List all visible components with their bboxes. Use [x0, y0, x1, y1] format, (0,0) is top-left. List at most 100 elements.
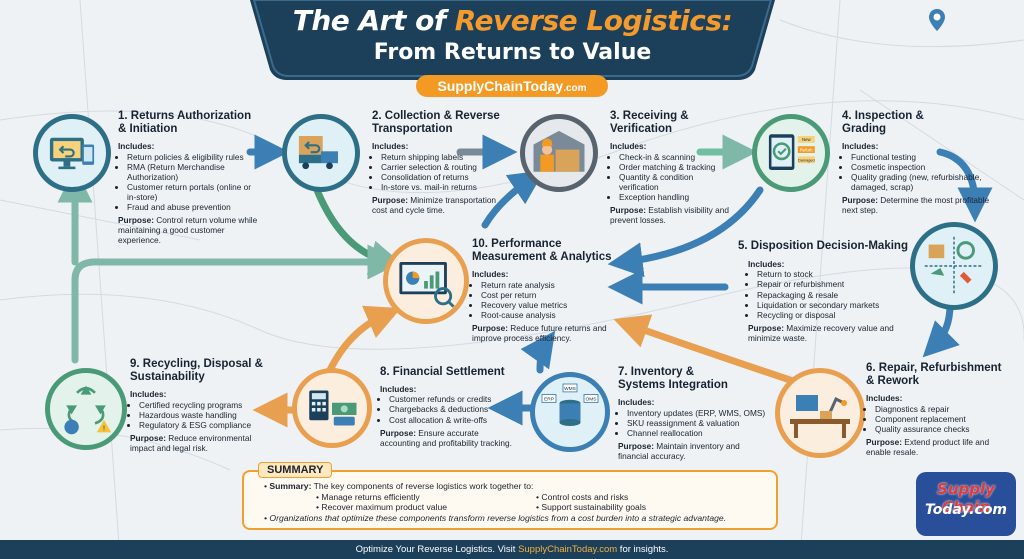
step-5-icon-circle [910, 222, 998, 310]
step-9-title: 9. Recycling, Disposal & Sustainability [130, 358, 263, 384]
step-5-item: Recycling or disposal [757, 310, 908, 320]
step-7-icon-circle: ERP WMS OMS [530, 372, 610, 452]
map-pin-icon [929, 9, 945, 31]
tag-damaged: Damaged [798, 159, 815, 163]
step-3-item: Quantity & condition verification [619, 172, 735, 192]
step-4-includes-label: Includes: [842, 141, 879, 152]
step-1-item: RMA (Return Merchandise Authorization) [127, 162, 260, 182]
step-4-item: Functional testing [851, 152, 1007, 162]
summary-goal: • Support sustainability goals [536, 502, 647, 513]
step-6-purpose: Purpose: Extend product life and enable … [866, 436, 990, 457]
step-1-purpose: Purpose: Control return volume while mai… [118, 215, 258, 246]
summary-lead: • Summary: The key components of reverse… [264, 481, 534, 491]
step-4-item: Cosmetic inspection [851, 162, 1007, 172]
step-5-includes-label: Includes: [748, 259, 785, 270]
step-1-block: 1. Returns Authorization & Initiation In… [118, 110, 260, 246]
step-5-item: Liquidation or secondary markets [757, 300, 908, 310]
footer-link[interactable]: SupplyChainToday.com [518, 544, 618, 555]
summary-body: • Summary: The key components of reverse… [264, 481, 772, 524]
analytics-dashboard-icon [399, 262, 455, 308]
summary-goal: • Manage returns efficiently [316, 491, 420, 502]
step-1-icon-circle [33, 114, 111, 192]
step-5-block: 5. Disposition Decision-Making Includes:… [738, 240, 908, 343]
step-1-item: Return policies & eligibility rules [127, 152, 260, 162]
step-5-item: Return to stock [757, 269, 908, 279]
logo-line-2: Today.com [924, 502, 1008, 518]
step-10-purpose: Purpose: Reduce future returns and impro… [472, 322, 607, 344]
step-6-block: 6. Repair, Refurbishment & Rework Includ… [866, 362, 1011, 457]
step-3-item: Check-in & scanning [619, 152, 735, 162]
database-icon: ERP WMS OMS [541, 383, 599, 426]
step-6-item: Diagnostics & repair [875, 404, 1011, 414]
step-3-block: 3. Receiving & Verification Includes: Ch… [610, 110, 735, 225]
step-4-block: 4. Inspection & Grading Includes: Functi… [842, 110, 1007, 215]
step-7-item: Channel reallocation [627, 428, 768, 438]
step-2-item: Return shipping labels [381, 152, 504, 162]
step-9-item: Certified recycling programs [139, 400, 270, 410]
step-1-title: 1. Returns Authorization & Initiation [118, 110, 252, 136]
step-4-icon-circle: New Refurb Damaged [752, 114, 830, 192]
step-1-item: Fraud and abuse prevention [127, 202, 260, 212]
step-7-item: SKU reassignment & valuation [627, 418, 768, 428]
step-1-includes-label: Includes: [118, 141, 155, 152]
step-10-icon-circle [383, 238, 469, 324]
step-2-icon-circle [282, 114, 360, 192]
step-2-purpose: Purpose: Minimize transportation cost an… [372, 194, 497, 216]
logo-line-1: Supply Chain [937, 480, 995, 516]
step-9-includes-label: Includes: [130, 389, 167, 400]
step-10-item: Recovery value metrics [481, 300, 622, 310]
step-8-includes-label: Includes: [380, 384, 417, 395]
step-2-item: Carrier selection & routing [381, 162, 504, 172]
step-7-includes-label: Includes: [618, 397, 655, 408]
step-3-purpose: Purpose: Establish visibility and preven… [610, 205, 729, 226]
step-10-block: 10. Performance Measurement & Analytics … [472, 238, 622, 343]
step-10-includes-label: Includes: [472, 269, 509, 280]
step-9-block: 9. Recycling, Disposal & Sustainability … [130, 358, 270, 453]
computer-return-icon [49, 137, 95, 170]
step-6-item: Component replacement [875, 414, 1011, 424]
step-2-item: Consolidation of returns [381, 172, 504, 182]
step-3-includes-label: Includes: [610, 141, 647, 152]
summary-goal: • Recover maximum product value [316, 502, 448, 513]
step-5-item: Repackaging & resale [757, 290, 908, 300]
step-8-purpose: Purpose: Ensure accurate accounting and … [380, 427, 512, 448]
step-5-title: 5. Disposition Decision-Making [738, 240, 908, 252]
workbench-icon [790, 395, 850, 438]
step-2-block: 2. Collection & Reverse Transportation I… [372, 110, 504, 215]
step-7-purpose: Purpose: Maintain inventory and financia… [618, 440, 740, 461]
step-9-purpose: Purpose: Reduce environmental impact and… [130, 432, 252, 453]
step-6-icon-circle [775, 368, 865, 458]
step-6-item: Quality assurance checks [875, 424, 1011, 434]
tag-erp: ERP [544, 397, 554, 403]
step-8-title: 8. Financial Settlement [380, 366, 505, 378]
tag-wms: WMS [564, 386, 576, 392]
step-3-item: Exception handling [619, 192, 735, 202]
title-banner [250, 0, 775, 80]
site-badge[interactable]: SupplyChainToday.com [416, 75, 608, 97]
step-6-includes-label: Includes: [866, 393, 903, 404]
warehouse-worker-icon [533, 130, 585, 172]
step-9-item: Hazardous waste handling [139, 410, 270, 420]
step-7-block: 7. Inventory & Systems Integration Inclu… [618, 366, 768, 461]
step-9-item: Regulatory & ESG compliance [139, 420, 270, 430]
summary-heading: SUMMARY [258, 462, 333, 478]
supplychaintoday-logo[interactable]: Supply Chain Today.com [916, 472, 1016, 536]
step-10-title: 10. Performance Measurement & Analytics [472, 238, 612, 264]
step-6-title: 6. Repair, Refurbishment & Rework [866, 362, 1002, 388]
step-4-title: 4. Inspection & Grading [842, 110, 924, 136]
step-10-item: Root-cause analysis [481, 310, 622, 320]
summary-box [242, 470, 778, 530]
step-8-block: 8. Financial Settlement Includes: Custom… [380, 366, 512, 448]
svg-text:!: ! [103, 424, 105, 433]
tag-oms: OMS [586, 397, 597, 403]
step-5-purpose: Purpose: Maximize recovery value and min… [748, 322, 894, 343]
inspection-tablet-icon: New Refurb Damaged [768, 134, 815, 170]
step-2-title: 2. Collection & Reverse Transportation [372, 110, 500, 136]
tag-new: New [802, 137, 811, 142]
page-subtitle: From Returns to Value [373, 40, 652, 65]
step-10-item: Cost per return [481, 290, 622, 300]
step-4-purpose: Purpose: Determine the most profitable n… [842, 194, 990, 216]
step-8-item: Chargebacks & deductions [389, 404, 512, 414]
disposition-options-icon [924, 236, 984, 296]
step-2-includes-label: Includes: [372, 141, 409, 152]
